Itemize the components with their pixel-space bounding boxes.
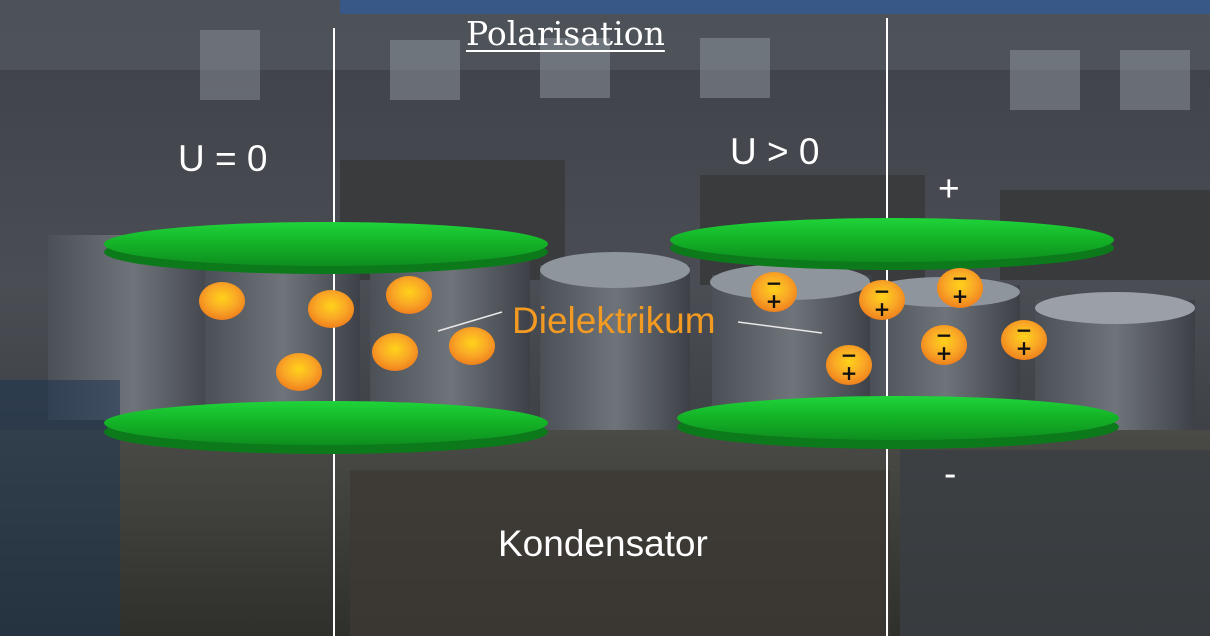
dipole-minus-sign: − xyxy=(936,323,953,347)
page-title: Polarisation xyxy=(466,14,665,53)
right-top-plate xyxy=(670,218,1114,270)
dipole-plus-sign: + xyxy=(874,297,891,321)
voltage-positive-label: U > 0 xyxy=(730,131,820,172)
right-bottom-plate xyxy=(677,396,1119,449)
dipole-minus-sign: − xyxy=(766,271,783,295)
dipole-molecule: − + xyxy=(859,279,905,321)
dipole-minus-sign: − xyxy=(1016,318,1033,342)
dipole-minus-sign: − xyxy=(841,343,858,367)
left-top-plate xyxy=(104,222,548,274)
dielectric-label: Dielektrikum xyxy=(512,300,716,341)
dipole-minus-sign: − xyxy=(952,266,969,290)
molecule xyxy=(372,333,418,371)
dipole-plus-sign: + xyxy=(841,361,858,385)
dipole-plus-sign: + xyxy=(952,284,969,308)
plate-plus-sign: + xyxy=(938,168,960,209)
molecule xyxy=(199,282,245,320)
dipole-molecule: − + xyxy=(937,266,983,308)
dipole-plus-sign: + xyxy=(766,289,783,313)
dipoles-polarized: − + − + − + − + − + xyxy=(751,266,1047,385)
dipole-plus-sign: + xyxy=(1016,336,1033,360)
left-bottom-plate xyxy=(104,401,548,454)
dielectric-leader-right xyxy=(737,321,823,334)
dipole-molecule: − + xyxy=(751,271,797,313)
dipole-molecule: − + xyxy=(921,323,967,365)
dipole-molecule: − + xyxy=(826,343,872,385)
molecule xyxy=(308,290,354,328)
molecule xyxy=(449,327,495,365)
molecule xyxy=(276,353,322,391)
voltage-zero-label: U = 0 xyxy=(178,138,268,179)
dielectric-leader-left xyxy=(437,311,503,332)
molecule xyxy=(386,276,432,314)
dipole-molecule: − + xyxy=(1001,318,1047,360)
capacitor-label: Kondensator xyxy=(498,523,708,564)
dipole-minus-sign: − xyxy=(874,279,891,303)
molecules-unpolarized xyxy=(199,276,495,391)
dipole-plus-sign: + xyxy=(936,341,953,365)
plate-minus-sign: - xyxy=(944,453,957,494)
